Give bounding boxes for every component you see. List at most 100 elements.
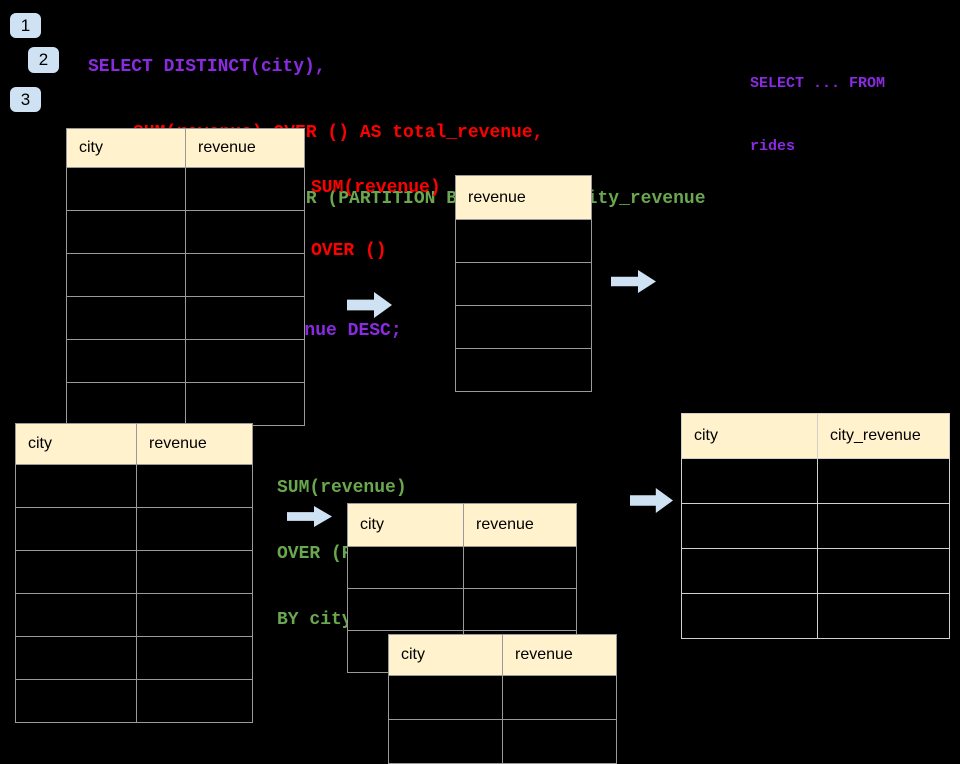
column-header-city: city [67,129,186,167]
table-row [456,348,591,391]
table-cell [67,211,186,253]
table-cell [137,551,252,593]
table-cell [67,383,186,425]
table-cell [67,168,186,210]
table-row [456,262,591,305]
table-row [16,507,252,550]
table-cell [186,383,304,425]
column-header-revenue: revenue [476,516,534,533]
step-badge-2: 2 [28,47,59,73]
table-row [16,636,252,679]
table-cell [16,551,137,593]
table-cell [818,594,949,638]
table-row [389,675,616,719]
table-cell [503,720,616,763]
table-cell [16,508,137,550]
table-row [456,219,591,262]
table-cell [348,589,464,630]
table-row [682,593,949,638]
table-cell [682,504,818,548]
table-cell [186,211,304,253]
table-cell [456,306,591,348]
partition-label-line1: SUM(revenue) [277,478,407,498]
table-row [16,679,252,722]
table-cell [818,459,949,503]
table-cell [137,637,252,679]
table-row [348,588,576,630]
table-partition-step2: city revenue [388,634,617,764]
table-row [348,546,576,588]
table-cell [16,680,137,722]
table-cell [503,676,616,719]
table-cell [456,220,591,262]
column-header-revenue: revenue [198,139,256,156]
side-snippet: SELECT ... FROM rides [750,31,885,178]
arrow-right-icon [287,506,332,527]
table-row [389,719,616,763]
column-header-revenue: revenue [149,435,207,452]
table-cell [389,676,503,719]
table-row [16,593,252,636]
total-revenue-label-line1: SUM(revenue) [311,178,441,198]
arrow-right-icon [630,488,673,513]
table-cell [186,297,304,339]
table-row [67,296,304,339]
step-badge-3: 3 [10,87,41,112]
table-cell [67,340,186,382]
table-row [16,464,252,507]
table-cell [16,594,137,636]
table-cell [456,349,591,391]
table-result: city city_revenue [681,413,950,639]
column-header-revenue: revenue [468,188,526,206]
table-cell [464,547,576,588]
arrow-right-icon [347,292,392,318]
column-header-city: city [16,424,137,464]
table-cell [682,594,818,638]
table-cell [16,637,137,679]
table-cell [464,589,576,630]
column-header-city: city [389,635,503,675]
total-revenue-label-line2: OVER () [311,241,387,261]
table-cell [16,465,137,507]
table-cell [348,547,464,588]
table-cell [67,254,186,296]
side-snippet-line1: SELECT ... FROM [750,75,886,92]
sql-line-select: SELECT DISTINCT(city), [88,57,326,77]
table-cell [389,720,503,763]
table-row [456,305,591,348]
table-row [682,503,949,548]
table-cell [818,504,949,548]
column-header-city: city [348,504,464,546]
table-row [67,210,304,253]
table-cell [186,254,304,296]
table-row [67,382,304,425]
slide-canvas: { "colors": { "background": "#000000", "… [10,13,950,764]
table-row [67,253,304,296]
column-header-city-revenue: city_revenue [830,427,921,444]
arrow-right-icon [611,270,656,293]
total-revenue-label: SUM(revenue) OVER () [311,136,441,283]
table-row [67,339,304,382]
column-header-city: city [682,414,818,458]
table-total-revenue: revenue [455,175,592,392]
table-row [682,548,949,593]
column-header-revenue: revenue [515,646,573,663]
table-source-bottom: city revenue [15,423,253,723]
step-badge-1: 1 [10,13,41,38]
table-cell [137,680,252,722]
table-row [682,458,949,503]
table-cell [137,594,252,636]
table-cell [186,168,304,210]
table-row [67,167,304,210]
side-snippet-line2: rides [750,138,796,155]
table-source-top: city revenue [66,128,305,426]
table-cell [137,465,252,507]
table-cell [682,549,818,593]
table-row [16,550,252,593]
table-cell [456,263,591,305]
table-cell [818,549,949,593]
table-cell [186,340,304,382]
table-cell [682,459,818,503]
table-cell [137,508,252,550]
table-cell [67,297,186,339]
